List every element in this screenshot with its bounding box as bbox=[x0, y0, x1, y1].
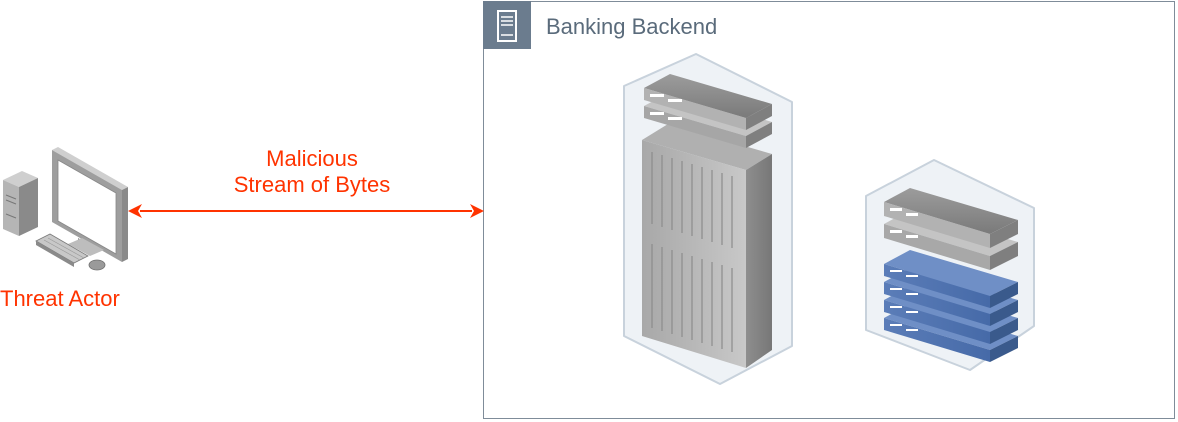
tall-server-rack-icon[interactable] bbox=[623, 53, 793, 385]
connection-label: Malicious Stream of Bytes bbox=[200, 146, 424, 198]
banking-backend-group[interactable] bbox=[483, 1, 1175, 419]
desktop-computer-icon[interactable] bbox=[3, 147, 128, 271]
server-rack-icon bbox=[483, 1, 531, 49]
connection-label-line2: Stream of Bytes bbox=[233, 172, 391, 197]
blade-server-stack-icon[interactable] bbox=[865, 159, 1035, 371]
arrowhead-right-icon bbox=[470, 204, 484, 218]
threat-actor-label: Threat Actor bbox=[0, 286, 120, 311]
arrowhead-left-icon bbox=[128, 204, 142, 218]
group-title: Banking Backend bbox=[546, 14, 718, 39]
connection-edge[interactable] bbox=[128, 204, 484, 218]
connection-label-line1: Malicious bbox=[266, 146, 358, 171]
